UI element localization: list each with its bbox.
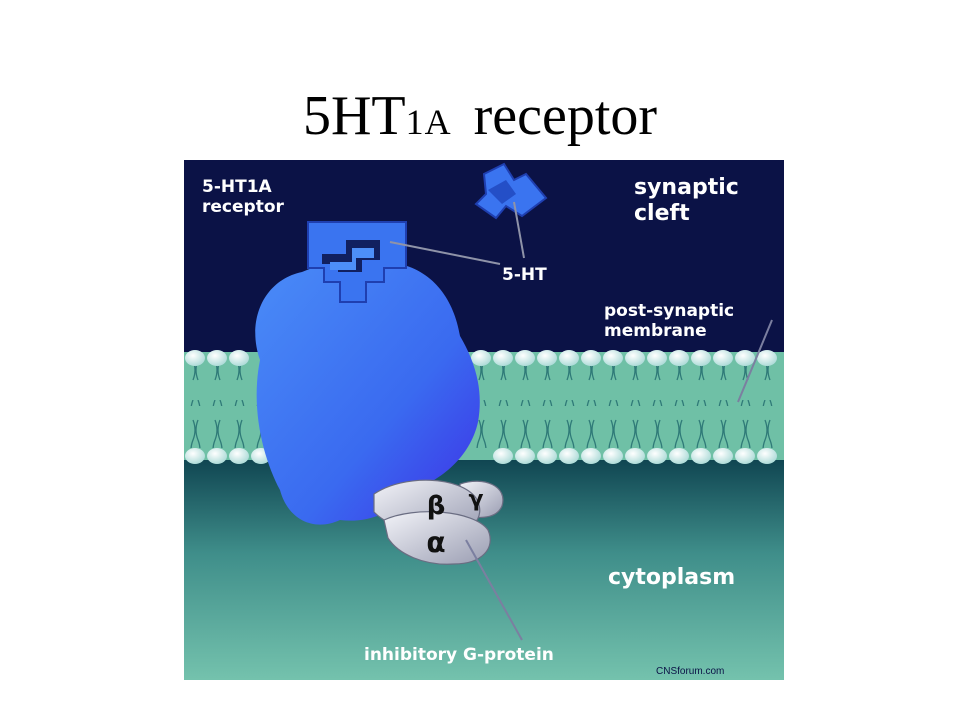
lipid-head xyxy=(735,448,755,464)
lipid-head xyxy=(757,350,777,366)
title-rest: receptor xyxy=(473,85,658,147)
lipid-head xyxy=(713,448,733,464)
lipid-head xyxy=(207,448,227,464)
lipid-head xyxy=(559,448,579,464)
lipid-head xyxy=(691,448,711,464)
lipid-head xyxy=(229,448,249,464)
alpha-subunit xyxy=(383,511,491,565)
title-subscript: 1A xyxy=(405,102,452,142)
credit-text: CNSforum.com xyxy=(656,666,724,677)
beta-label: β xyxy=(427,491,446,521)
gprotein-label: inhibitory G-protein xyxy=(364,645,554,665)
pointer-line-5ht-bound xyxy=(389,241,501,265)
receptor-label-line1: 5-HT1A xyxy=(202,177,273,197)
title-main: 5HT xyxy=(302,85,406,147)
lipid-head xyxy=(537,448,557,464)
lipid-head xyxy=(559,350,579,366)
bound-5ht-highlight xyxy=(330,248,374,270)
membrane-label-line1: post-synaptic xyxy=(604,301,734,321)
cleft-label-line1: synaptic xyxy=(634,175,739,200)
alpha-label: α xyxy=(426,526,445,559)
lipid-head xyxy=(691,350,711,366)
receptor-body xyxy=(255,259,480,525)
receptor-label-line2: receptor xyxy=(202,197,284,217)
cleft-label-line2: cleft xyxy=(634,201,690,226)
lipid-head xyxy=(647,350,667,366)
lipid-head xyxy=(603,448,623,464)
pointer-line-gprotein xyxy=(465,539,523,641)
lipid-head xyxy=(669,448,689,464)
lipid-head xyxy=(713,350,733,366)
lipid-head xyxy=(185,448,205,464)
lipid-head xyxy=(229,350,249,366)
page-title: 5HT1A receptor xyxy=(0,88,960,144)
lipid-head xyxy=(515,448,535,464)
lipid-head xyxy=(625,350,645,366)
lipid-heads-outer xyxy=(185,350,777,366)
membrane-label-line2: membrane xyxy=(604,321,707,341)
lipid-head xyxy=(603,350,623,366)
pointer-line-membrane xyxy=(737,319,773,403)
lipid-head xyxy=(493,350,513,366)
cytoplasm-label: cytoplasm xyxy=(608,565,735,590)
lipid-heads-inner xyxy=(185,448,777,464)
lipid-head xyxy=(581,448,601,464)
gamma-label: γ xyxy=(469,487,484,512)
pointer-line-5ht-free xyxy=(513,201,525,259)
lipid-head xyxy=(207,350,227,366)
lipid-head xyxy=(493,448,513,464)
lipid-head xyxy=(537,350,557,366)
lipid-head xyxy=(515,350,535,366)
lipid-head xyxy=(625,448,645,464)
lipid-head xyxy=(185,350,205,366)
lipid-head xyxy=(471,350,491,366)
receptor-diagram: γ β α 5-HT1A receptor synaptic cleft 5-H… xyxy=(184,160,784,680)
lipid-head xyxy=(735,350,755,366)
lipid-head xyxy=(757,448,777,464)
free-5ht-shade xyxy=(488,180,516,204)
ligand-label: 5-HT xyxy=(502,265,547,285)
lipid-head xyxy=(647,448,667,464)
lipid-head xyxy=(581,350,601,366)
lipid-head xyxy=(669,350,689,366)
